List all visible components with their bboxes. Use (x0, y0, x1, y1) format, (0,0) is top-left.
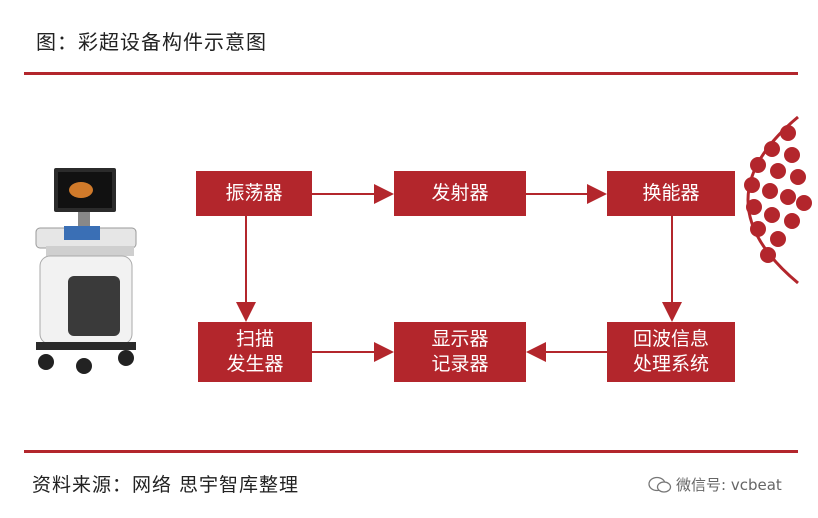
transducer-box: 换能器 (607, 171, 735, 216)
oscillator-box: 振荡器 (196, 171, 312, 216)
watermark: 微信号: vcbeat (648, 474, 782, 495)
bottom-divider (24, 450, 798, 453)
transmitter-box: 发射器 (394, 171, 526, 216)
source-note: 资料来源：网络 思宇智库整理 (32, 474, 300, 496)
red-cells-icon (744, 115, 812, 285)
echo-processing-box: 回波信息 处理系统 (607, 322, 735, 382)
scan-generator-box: 扫描 发生器 (198, 322, 312, 382)
wechat-icon (648, 476, 672, 493)
display-recorder-box: 显示器 记录器 (394, 322, 526, 382)
top-divider (24, 72, 798, 75)
diagram-title: 图：彩超设备构件示意图 (36, 30, 267, 54)
ultrasound-machine-icon (35, 168, 137, 374)
watermark-text: 微信号: vcbeat (676, 476, 782, 494)
